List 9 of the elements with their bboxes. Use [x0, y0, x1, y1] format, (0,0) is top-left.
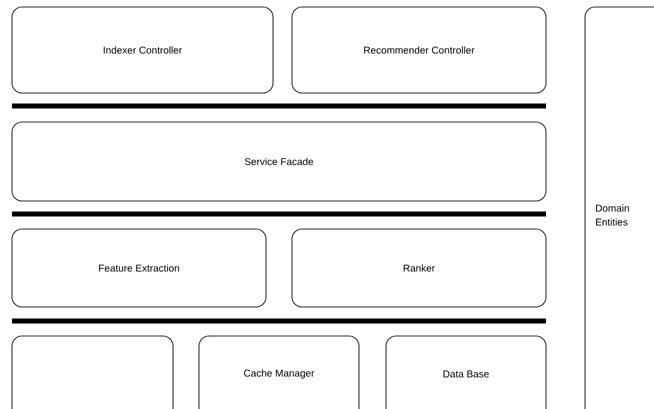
- component-box: Indexer Controller: [12, 6, 274, 94]
- component-box: Domain Entities: [584, 6, 654, 409]
- component-box: Ranker: [292, 228, 546, 308]
- component-box: Recommender Controller: [292, 6, 546, 94]
- component-box: [12, 336, 174, 409]
- component-box: Feature Extraction: [12, 228, 266, 308]
- component-box: Service Facade: [12, 122, 546, 202]
- component-box: Cache Manager: [198, 336, 360, 409]
- component-box: Data Base: [386, 336, 546, 409]
